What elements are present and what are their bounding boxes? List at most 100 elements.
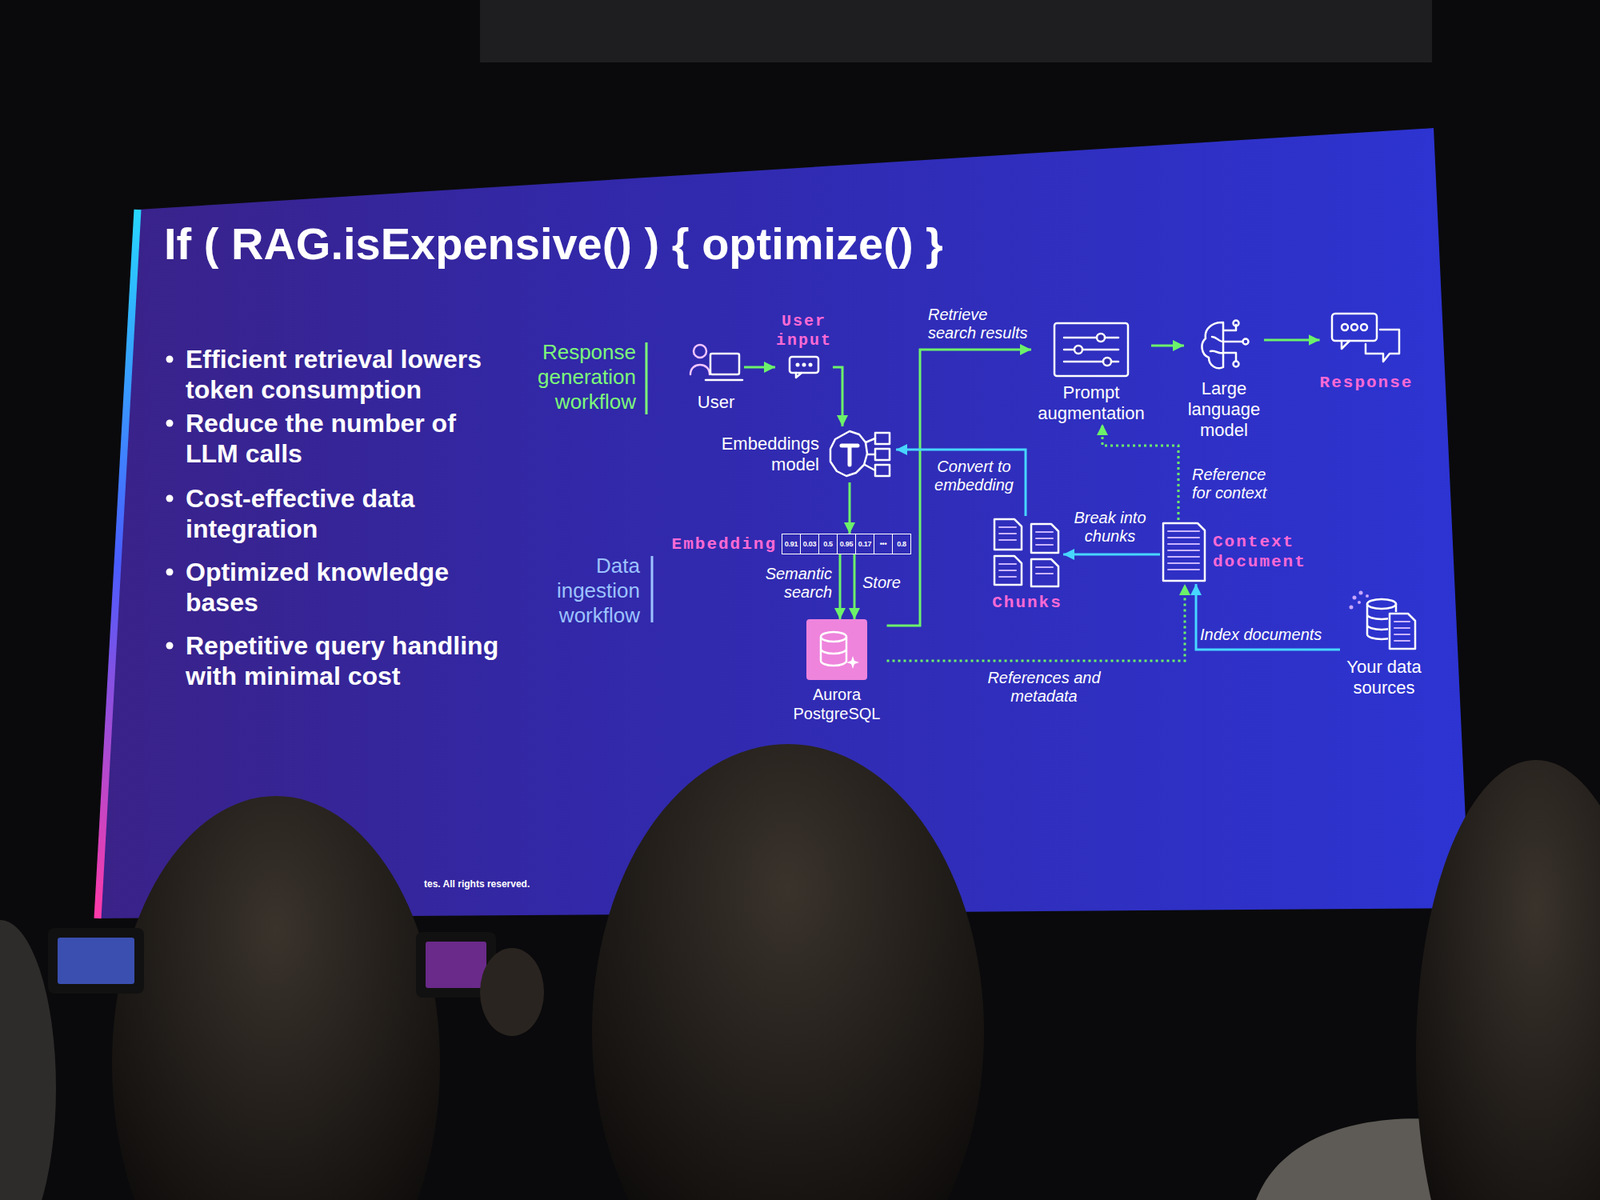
icon-stroke [999,539,1016,541]
slide-title: If ( RAG.isExpensive() ) { optimize() } [164,217,944,271]
node-icon [1160,520,1208,584]
document-node: Context document [1160,520,1325,584]
audience-head [592,744,984,1200]
vector-bar: 0.910.030.50.950.17•••0.8 [781,533,912,555]
node-text-group: Chunks [992,592,1063,613]
edge-label: References and metadata [984,668,1104,706]
database-node: Aurora PostgreSQL [787,619,888,724]
audience-head [112,796,440,1200]
icon-stroke [1168,549,1200,552]
icon-dot [1359,591,1364,596]
icon-dot [1233,320,1240,327]
icon-graphic [1160,520,1208,584]
vector-cell: 0.8 [892,534,911,554]
icon-dot [1233,361,1240,368]
ceiling [480,0,1432,63]
icon-stroke [1168,543,1200,545]
node-label: Chunks [992,592,1063,613]
icon-dot [1341,324,1348,331]
icon-stroke [846,656,860,669]
icon-dot [1096,333,1105,342]
icon-stroke [1036,566,1053,568]
node-icon [688,340,744,388]
icon-dot [1352,596,1357,600]
bullet-text: Optimized knowledge bases [185,556,490,618]
connector [744,366,776,369]
icon-dot [1243,339,1249,345]
icon-stroke [999,526,1016,528]
icon-stroke [999,532,1016,535]
bullet-dot [166,568,174,576]
prompt-node: Prompt augmentation [1031,321,1152,424]
edge-label: Break into chunks [1072,508,1148,546]
icon-stroke [1389,613,1416,649]
vector-cell: 0.91 [782,534,801,554]
bullet-dot [166,495,174,503]
workflow-bar [651,556,654,623]
icon-ellipse [820,632,847,642]
connector [887,349,1032,626]
icon-graphic [1196,317,1252,374]
icon-stroke [1394,640,1410,642]
icon-dot [1357,600,1361,604]
connector [1063,553,1160,556]
node-text-group: Embeddings model [716,433,820,476]
icon-rect [1332,313,1377,341]
edge-label: Convert to embedding [932,457,1016,495]
icon-rect [875,432,890,444]
icon-stroke [841,445,858,465]
icon-stroke [994,556,1022,585]
icon-stroke [1036,572,1053,575]
icon-rect [875,448,890,460]
node-label: Prompt augmentation [1031,382,1152,424]
connector [887,584,1186,661]
connector [1102,424,1179,520]
node-text-group: Large language model [1184,378,1264,441]
icon-rect [789,356,819,373]
shoulder [1256,1118,1448,1200]
icon-stroke [1168,562,1200,564]
connector [1264,339,1320,342]
connector [848,482,852,534]
icon-graphic [1348,588,1420,652]
icon-stroke [1210,336,1224,353]
workflow-bar [645,342,648,415]
connector [1151,344,1184,348]
icon-stroke [994,519,1022,550]
edge-label: Reference for context [1192,465,1276,503]
icon-graphic [1052,321,1130,378]
icon-dot [1103,357,1112,366]
icon-stroke [1394,620,1410,623]
icon-stroke [705,379,743,382]
connector [1196,584,1340,650]
icon-rect [875,464,890,476]
icon-stroke [864,438,876,471]
icon-stroke [1031,524,1059,553]
icon-rect [806,619,868,680]
phone [48,928,144,994]
bullet-text: Efficient retrieval lowers token consump… [185,344,522,405]
vector-cell: 0.03 [800,534,820,554]
node-label: Your data sources [1340,656,1428,699]
slide-screen [96,128,1470,919]
node-icon [1348,588,1420,652]
llm-node: Large language model [1184,317,1264,441]
node-label: Context document [1212,532,1325,572]
phone-screen [57,937,135,984]
icon-dot [796,363,800,368]
node-icon [1196,317,1252,374]
icon-ellipse [1367,599,1396,609]
node-icon [1330,312,1403,368]
workflow-label: Data ingestion workflow [512,553,640,628]
icon-graphic [991,516,1064,588]
copyright-note: tes. All rights reserved. [424,878,530,890]
vector-cell: 0.17 [856,534,875,554]
workflow-label: Response generation workflow [508,340,636,415]
user-icon-node: User [688,340,744,413]
icon-stroke [999,563,1016,565]
icon-dot [1074,345,1083,354]
data-source-node: Your data sources [1340,588,1428,699]
icon-stroke [1168,568,1200,571]
icon-dot [1349,605,1354,610]
edge-label: Semantic search [744,564,832,602]
